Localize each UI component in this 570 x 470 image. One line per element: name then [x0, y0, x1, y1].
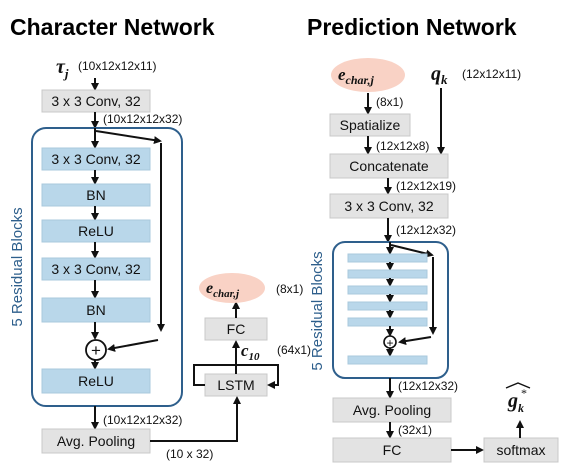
char-block-relu-label: ReLU	[78, 223, 114, 239]
pred-dim-12-19: (12x12x19)	[396, 179, 456, 193]
pred-conv-label: 3 x 3 Conv, 32	[344, 198, 433, 214]
pred-echar-symbol: echar,j	[338, 65, 375, 87]
char-pool-label: Avg. Pooling	[57, 433, 135, 449]
concat-box	[329, 153, 449, 179]
qk-dim: (12x12x11)	[462, 67, 521, 81]
pred-skip-to-plus	[398, 336, 432, 345]
char-net-title: Character Network	[10, 14, 215, 40]
char-dim-after-blocks: (10x12x12x32)	[103, 413, 182, 427]
gk-star-superscript: *	[521, 386, 527, 400]
pred-dim-8: (8x1)	[376, 95, 403, 109]
char-input-dim: (10x12x12x11)	[78, 59, 157, 73]
pred-residual-label: 5 Residual Blocks	[309, 251, 326, 370]
softmax-label: softmax	[496, 442, 545, 458]
char-relu-out-label: ReLU	[78, 373, 114, 389]
char-echar-output	[199, 273, 265, 303]
char-conv-top-label: 3 x 3 Conv, 32	[51, 93, 140, 109]
pred-pool-box	[332, 397, 452, 423]
pred-mini-block-out	[347, 355, 428, 365]
char-block-conv1-label: 3 x 3 Conv, 32	[51, 151, 140, 167]
pred-add-symbol: +	[386, 336, 393, 350]
char-residual-label: 5 Residual Blocks	[9, 207, 26, 326]
char-fc-label: FC	[227, 321, 246, 337]
char-residual-container	[31, 127, 183, 407]
softmax-box	[483, 437, 559, 463]
qk-symbol: qk	[431, 63, 448, 87]
char-relu-out-box	[41, 368, 151, 394]
char-dim-after-conv: (10x12x12x32)	[103, 112, 182, 126]
pred-dim-12-8: (12x12x8)	[376, 139, 429, 153]
pred-net-title: Prediction Network	[307, 14, 517, 40]
char-add-symbol: +	[91, 341, 101, 360]
char-block-conv2-label: 3 x 3 Conv, 32	[51, 261, 140, 277]
char-block-bn1-label: BN	[86, 187, 105, 203]
pred-skip-branch	[390, 244, 434, 258]
pred-mini-block-5	[347, 317, 428, 327]
pred-mini-block-2	[347, 269, 428, 279]
char-block-bn2-label: BN	[86, 302, 105, 318]
pred-dim-12-32a: (12x12x32)	[396, 223, 456, 237]
pred-dim-32: (32x1)	[398, 423, 432, 437]
pred-echar-input	[331, 58, 405, 92]
pred-mini-block-1	[347, 253, 428, 263]
skip-to-plus-arrow	[107, 339, 159, 352]
tau-symbol: τj	[56, 56, 69, 81]
concat-label: Concatenate	[349, 158, 429, 174]
pred-mini-block-4	[347, 301, 428, 311]
skip-branch-arrow	[95, 130, 162, 145]
spatialize-label: Spatialize	[340, 117, 401, 133]
pred-dim-12-32b: (12x12x32)	[398, 379, 458, 393]
c10-symbol: c10	[241, 341, 260, 363]
pred-mini-block-3	[347, 285, 428, 295]
char-block-bn2-box	[41, 297, 151, 323]
char-dim-pool: (10 x 32)	[166, 447, 213, 461]
char-echar-symbol: echar,j	[206, 280, 240, 300]
arrow-pool-lstm	[150, 396, 241, 442]
char-echar-dim: (8x1)	[276, 282, 303, 296]
gk-hat-icon	[505, 382, 531, 389]
spatialize-box	[329, 113, 411, 137]
char-pool-box	[41, 428, 151, 454]
pred-fc-label: FC	[383, 442, 402, 458]
gk-output-symbol: gk	[507, 390, 524, 415]
c10-dim: (64x1)	[277, 343, 311, 357]
pred-conv-box	[329, 193, 449, 219]
lstm-label: LSTM	[217, 377, 254, 393]
pred-pool-label: Avg. Pooling	[353, 402, 431, 418]
